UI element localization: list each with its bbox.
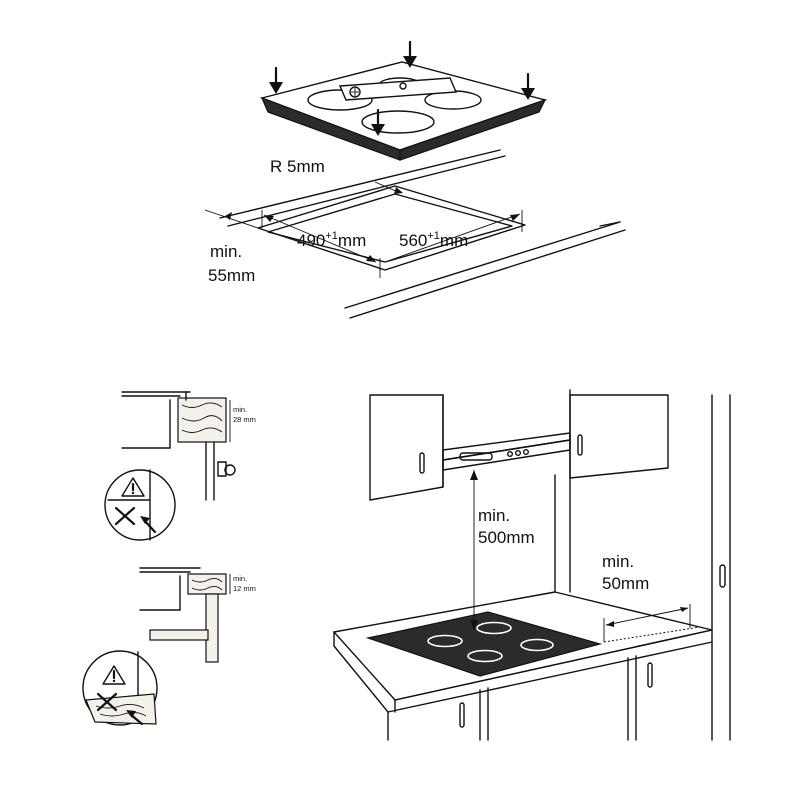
hood-distance-label-line2: 500mm — [478, 528, 535, 547]
cross-icon — [96, 692, 118, 712]
hob-top-view — [259, 61, 548, 161]
worktop-cutout — [204, 149, 626, 319]
cabinet-handle — [577, 434, 583, 456]
cooking-zone — [361, 110, 435, 134]
bracket — [217, 461, 227, 477]
hob-edge-front-right — [399, 98, 547, 161]
cabinet-handle — [459, 702, 465, 728]
hood-control-button — [507, 451, 514, 458]
mounting-bracket — [338, 77, 458, 101]
hood-front — [442, 439, 571, 471]
wall-distance-label-line2: 50mm — [602, 574, 649, 593]
detail-bottom-section — [139, 567, 231, 663]
hood-top — [442, 432, 571, 461]
down-arrow-icon — [371, 108, 385, 136]
min-edge-label-line2: 55mm — [208, 266, 255, 285]
kitchen-scene — [333, 389, 731, 741]
wall-distance-label-line1: min. — [602, 552, 634, 571]
hood-distance-label-line1: min. — [478, 506, 510, 525]
cabinet-handle — [719, 564, 726, 588]
width-dimension-label: 560+1mm — [399, 230, 468, 250]
shelf — [149, 629, 209, 641]
cooking-zone — [427, 634, 463, 648]
cutout-inner — [267, 193, 513, 263]
hood-control-button — [515, 450, 522, 457]
min-edge-label-line1: min. — [210, 242, 242, 261]
detail-bottom-label-line2: 12 mm — [233, 584, 256, 593]
detail-top-section — [121, 391, 236, 501]
screw-icon — [399, 82, 407, 90]
upper-cabinet-left — [369, 394, 444, 501]
cabinet-side — [205, 593, 219, 663]
warning-detail-bottom — [82, 650, 158, 726]
warning-triangle-icon — [102, 665, 126, 685]
screw-icon — [224, 464, 236, 476]
warning-detail-top — [104, 469, 176, 541]
hood-control-button — [523, 449, 530, 456]
hob-surface — [259, 61, 548, 151]
cabinet-handle — [419, 452, 425, 474]
radius-label: R 5mm — [270, 157, 325, 176]
detail-top-label-line2: 28 mm — [233, 415, 256, 424]
cooking-zone — [520, 638, 554, 652]
warning-triangle-icon — [121, 477, 145, 497]
cooking-zone — [307, 89, 373, 111]
cooking-zone — [467, 649, 503, 663]
down-arrow-icon — [269, 66, 283, 94]
worktop-section — [187, 573, 227, 595]
upper-cabinet-right — [569, 394, 669, 479]
cutout-opening — [257, 185, 526, 271]
down-arrow-icon — [521, 72, 535, 100]
cross-icon — [114, 506, 136, 526]
cabinet-handle — [647, 662, 653, 688]
hood-light — [459, 452, 493, 461]
detail-top-label-line1: min. — [233, 405, 247, 414]
screw-icon — [349, 86, 361, 98]
depth-dimension-label: 490+1mm — [297, 230, 366, 250]
hob — [365, 611, 603, 677]
down-arrow-icon — [403, 40, 417, 68]
cooking-zone — [476, 621, 512, 635]
detail-bottom-label-line1: min. — [233, 574, 247, 583]
